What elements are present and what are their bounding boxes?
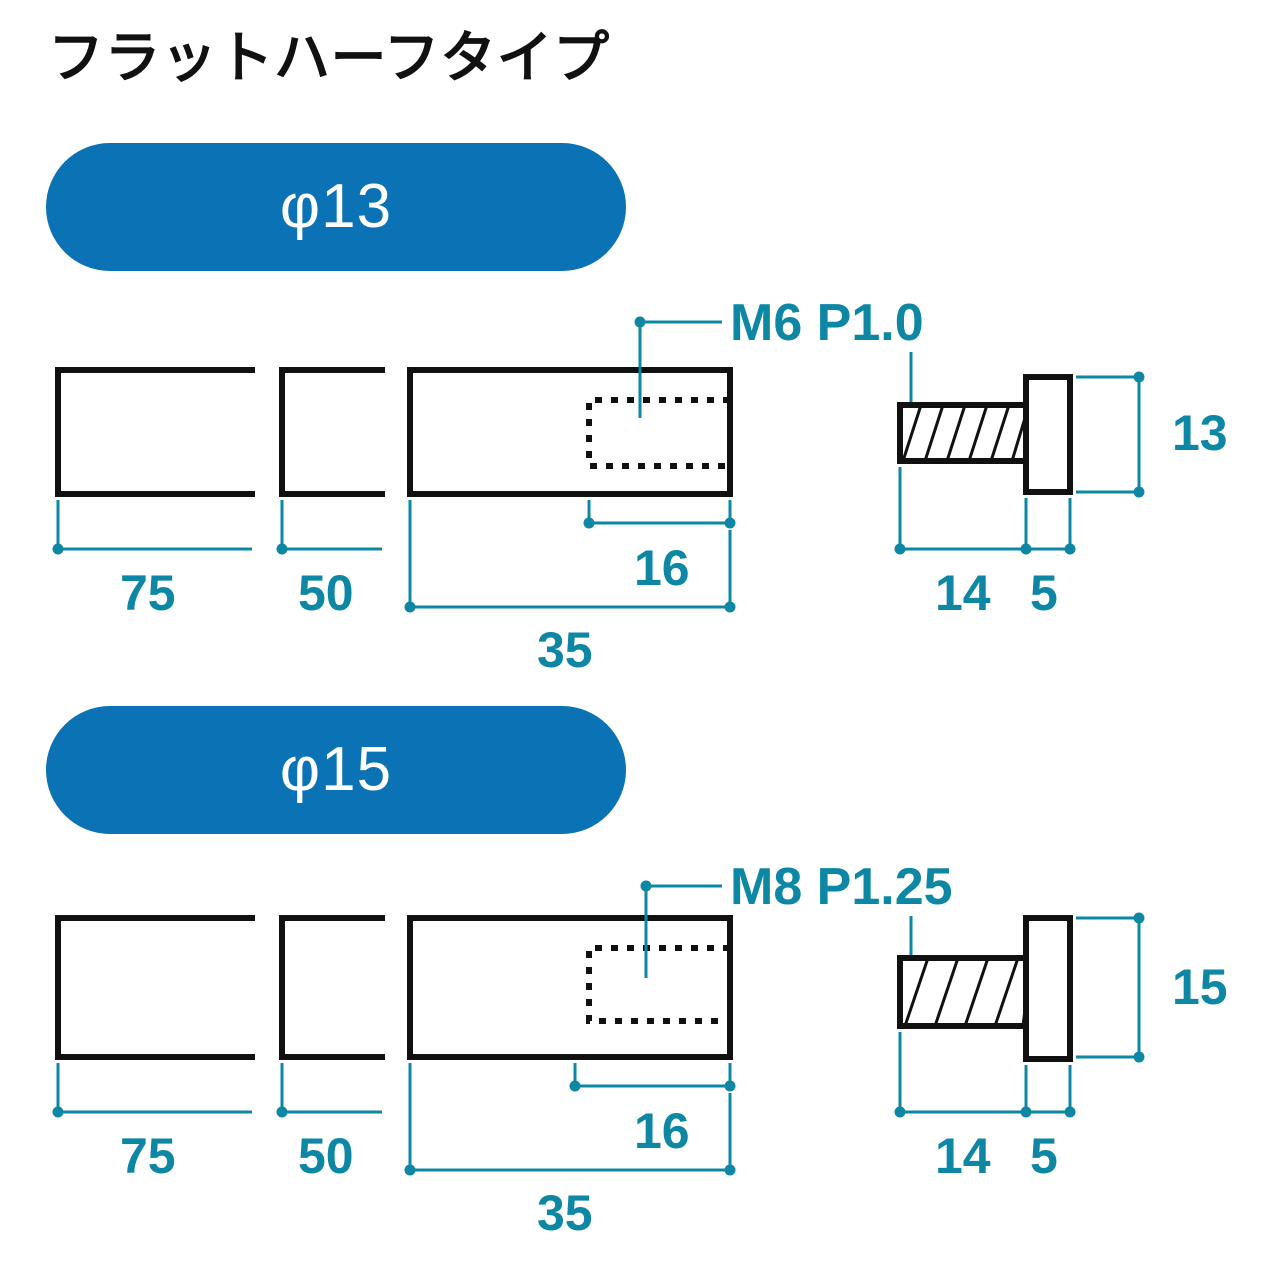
dimension-label-shaft-14: 14 — [935, 565, 991, 621]
threaded-hole-dotted-outline — [586, 945, 730, 1024]
threaded-hole-dotted-outline — [586, 397, 730, 469]
dimension-75-line — [52, 1063, 252, 1118]
block-75-outline — [55, 915, 255, 1060]
dimension-label-16: 16 — [634, 1103, 690, 1159]
screw-thread-hatching — [901, 404, 1030, 462]
dimension-label-75: 75 — [120, 565, 176, 621]
dimension-50-line — [276, 500, 382, 555]
dimension-label-75: 75 — [120, 1128, 176, 1184]
dimension-15-line — [1076, 912, 1145, 1063]
block-35-outline — [407, 915, 733, 1060]
screw-shaft-outline — [897, 402, 1031, 464]
diameter-badge-phi13: φ13 — [46, 143, 626, 271]
dimension-label-shaft-14: 14 — [935, 1128, 991, 1184]
diameter-badge-label: φ15 — [279, 735, 393, 804]
diameter-badge-phi15: φ15 — [46, 706, 626, 834]
block-50-outline — [279, 367, 385, 497]
block-35-outline — [407, 367, 733, 497]
dimension-label-head-5: 5 — [1030, 1128, 1058, 1184]
dimension-label-head-5: 5 — [1030, 565, 1058, 621]
dimension-75-line — [52, 500, 252, 555]
dimension-label-head-height-15: 15 — [1172, 959, 1228, 1015]
dimension-label-16: 16 — [634, 540, 690, 596]
dimension-5-line — [1026, 1065, 1076, 1118]
screw-thread-hatching — [903, 957, 1030, 1027]
dimension-label-50: 50 — [298, 1128, 354, 1184]
dimension-14-line — [894, 467, 1032, 555]
thread-spec-label-m8: M8 P1.25 — [730, 858, 953, 916]
dimension-label-35: 35 — [537, 622, 593, 678]
page-title: フラットハーフタイプ — [48, 26, 610, 89]
screw-shaft-outline — [897, 955, 1031, 1029]
dimension-16-line — [569, 1063, 736, 1092]
thread-spec-leader-block — [640, 880, 722, 978]
screw-head-outline — [1023, 915, 1073, 1062]
dimension-label-head-height-13: 13 — [1172, 405, 1228, 461]
thread-spec-label-m6: M6 P1.0 — [730, 294, 924, 352]
thread-spec-leader-block — [634, 316, 722, 418]
block-75-outline — [55, 367, 255, 497]
diameter-badge-label: φ13 — [279, 172, 393, 241]
dimension-14-line — [894, 1032, 1032, 1118]
block-50-outline — [279, 915, 385, 1060]
dimension-50-line — [276, 1063, 382, 1118]
dimension-16-line — [583, 500, 736, 529]
dimension-label-35: 35 — [537, 1185, 593, 1241]
screw-head-outline — [1023, 374, 1073, 495]
dimension-5-line — [1026, 498, 1076, 555]
dimension-13-line — [1076, 371, 1145, 498]
dimension-label-50: 50 — [298, 565, 354, 621]
